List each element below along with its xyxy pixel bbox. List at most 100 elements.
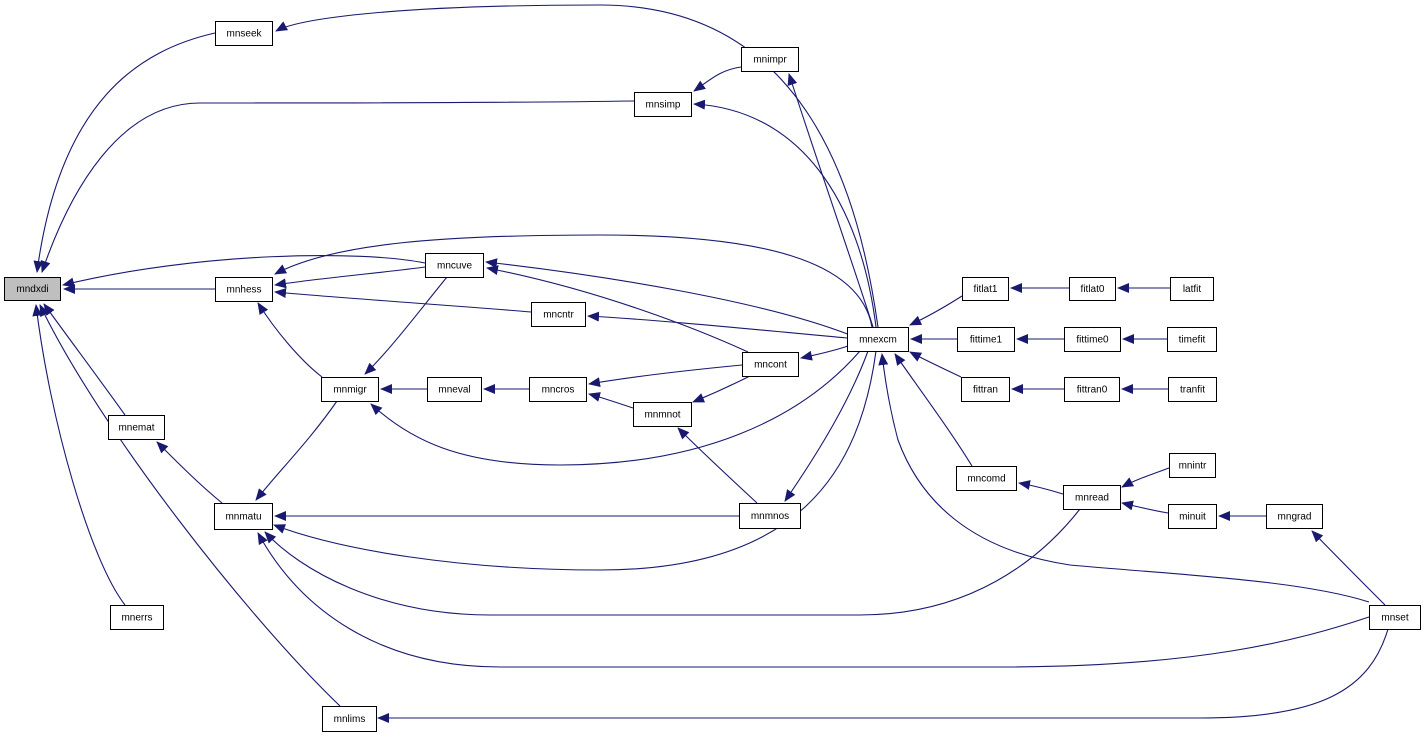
node-mncont[interactable]: mncont (742, 352, 799, 377)
node-mnerrs[interactable]: mnerrs (110, 605, 164, 630)
edge-mncntr-to-mnhess (274, 288, 532, 313)
node-fitlat1[interactable]: fitlat1 (962, 277, 1009, 301)
node-box-mncros (529, 377, 587, 402)
node-mnintr[interactable]: mnintr (1169, 453, 1216, 478)
node-fittime1[interactable]: fittime1 (957, 327, 1015, 352)
node-box-mnhess (215, 277, 273, 302)
node-label-mneval: mneval (438, 385, 470, 396)
node-label-mngrad: mngrad (1278, 512, 1312, 523)
node-mnseek[interactable]: mnseek (215, 21, 273, 46)
edge-mncont-to-mncros (588, 364, 743, 388)
node-label-fittran0: fittran0 (1077, 385, 1108, 396)
node-label-mncomd: mncomd (967, 474, 1005, 485)
edge-mnexcm-to-mncuve (485, 258, 851, 336)
node-label-mnmnot: mnmnot (644, 410, 680, 421)
node-mncntr[interactable]: mncntr (531, 302, 586, 327)
edge-mnmigr-to-mnhess (257, 302, 323, 378)
node-fittran0[interactable]: fittran0 (1064, 377, 1120, 402)
node-box-fittime0 (1064, 327, 1121, 352)
edge-mnexcm-to-mnimpr (787, 73, 874, 328)
node-label-mnset: mnset (1381, 613, 1408, 624)
edge-mnread-to-mnmatu (264, 508, 1081, 616)
node-mnmnot[interactable]: mnmnot (633, 402, 692, 427)
edge-mncuve-to-mnmigr (364, 276, 448, 375)
node-mngrad[interactable]: mngrad (1266, 504, 1323, 529)
node-mnmigr[interactable]: mnmigr (321, 377, 379, 402)
node-label-mncros: mncros (542, 385, 575, 396)
node-mncuve[interactable]: mncuve (425, 253, 484, 278)
edge-mnexcm-to-mnseek (275, 4, 879, 328)
node-mnexcm[interactable]: mnexcm (847, 327, 909, 352)
node-box-mnemat (108, 415, 165, 440)
node-label-mnhess: mnhess (226, 285, 261, 296)
edge-mnlims-to-mndxdi (39, 304, 341, 707)
edge-mnsimp-to-mndxdi (40, 100, 635, 273)
edge-mncomd-to-mnexcm (894, 353, 973, 467)
node-label-timefit: timefit (1179, 335, 1206, 346)
node-mndxdi[interactable]: mndxdi (4, 277, 61, 301)
node-box-mnmnot (633, 402, 692, 427)
node-timefit[interactable]: timefit (1167, 327, 1217, 352)
edge-mncuve-to-mndxdi (62, 254, 426, 288)
edge-mnset-to-mnlims (377, 628, 1389, 723)
node-mnlims[interactable]: mnlims (322, 706, 377, 732)
edge-mncont-to-mncuve (486, 265, 749, 353)
node-fittime0[interactable]: fittime0 (1064, 327, 1121, 352)
node-tranfit[interactable]: tranfit (1168, 377, 1217, 402)
edge-mnmnot-to-mncros (588, 392, 634, 409)
node-label-fittime0: fittime0 (1076, 335, 1109, 346)
node-mnmnos[interactable]: mnmnos (739, 503, 801, 529)
node-mncomd[interactable]: mncomd (956, 466, 1017, 491)
node-box-mncomd (956, 466, 1017, 491)
node-label-mncuve: mncuve (437, 261, 472, 272)
edge-mnset-to-mngrad (1311, 530, 1386, 606)
node-box-mnseek (215, 21, 273, 46)
node-fittran[interactable]: fittran (961, 377, 1010, 402)
node-box-mnread (1063, 485, 1121, 510)
node-latfit[interactable]: latfit (1170, 277, 1214, 301)
node-mnset[interactable]: mnset (1369, 605, 1421, 630)
edge-mnexcm-to-mnhess (274, 234, 873, 328)
node-label-fitlat0: fitlat0 (1081, 284, 1105, 295)
node-mncros[interactable]: mncros (529, 377, 587, 402)
node-box-mnexcm (847, 327, 909, 352)
node-box-mngrad (1266, 504, 1323, 529)
node-mneval[interactable]: mneval (427, 377, 482, 402)
node-box-mnintr (1169, 453, 1216, 478)
node-box-fitlat0 (1069, 277, 1116, 301)
node-box-fitlat1 (962, 277, 1009, 301)
node-box-tranfit (1168, 377, 1217, 402)
edge-mnseek-to-mndxdi (33, 32, 216, 273)
node-label-mncont: mncont (754, 360, 787, 371)
edge-mnmatu-to-mnemat (156, 441, 223, 504)
edge-mnexcm-to-mnmigr (370, 350, 861, 466)
edge-mnread-to-mncomd (1018, 480, 1064, 495)
node-box-mnsimp (634, 92, 692, 117)
edge-mnexcm-to-mnmatu (273, 350, 877, 571)
node-box-mncuve (425, 253, 484, 278)
node-mnsimp[interactable]: mnsimp (634, 92, 692, 117)
node-fitlat0[interactable]: fitlat0 (1069, 277, 1116, 301)
edge-mnemat-to-mndxdi (43, 303, 126, 416)
edge-mnexcm-to-mnmnos (784, 350, 869, 502)
node-mnhess[interactable]: mnhess (215, 277, 273, 302)
edge-mnexcm-to-mncont (800, 345, 849, 361)
node-mnimpr[interactable]: mnimpr (741, 47, 799, 72)
node-label-mnmatu: mnmatu (225, 512, 261, 523)
node-box-mnlims (322, 706, 377, 732)
node-label-mnexcm: mnexcm (859, 335, 897, 346)
node-box-minuit (1168, 504, 1217, 529)
node-label-mnlims: mnlims (334, 714, 366, 725)
node-minuit[interactable]: minuit (1168, 504, 1217, 529)
node-mnread[interactable]: mnread (1063, 485, 1121, 510)
node-box-mncntr (531, 302, 586, 327)
node-mnmatu[interactable]: mnmatu (214, 503, 273, 530)
node-label-mnimpr: mnimpr (753, 55, 787, 66)
edge-mnset-to-mnmatu (257, 532, 1370, 668)
node-label-mnemat: mnemat (118, 423, 154, 434)
node-box-mncont (742, 352, 799, 377)
node-box-fittran0 (1064, 377, 1120, 402)
node-mnemat[interactable]: mnemat (108, 415, 165, 440)
edge-layer (32, 4, 1389, 723)
